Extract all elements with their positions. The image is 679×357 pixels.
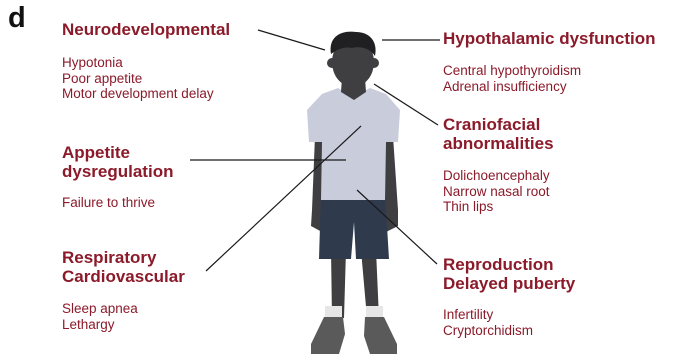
connector-neurodevelopmental: [258, 30, 325, 50]
appetite-heading: Appetite dysregulation: [62, 143, 173, 181]
list-item: Poor appetite: [62, 71, 214, 87]
right-shoe: [364, 317, 397, 354]
respiratory-heading: Respiratory Cardiovascular: [62, 248, 185, 286]
right-ear: [369, 58, 379, 68]
list-item: Sleep apnea: [62, 301, 138, 317]
respiratory-heading-line: Cardiovascular: [62, 267, 185, 286]
list-item: Cryptorchidism: [443, 323, 533, 339]
respiratory-list: Sleep apnea Lethargy: [62, 301, 138, 332]
list-item: Adrenal insufficiency: [443, 79, 581, 95]
shorts: [319, 193, 389, 259]
appetite-heading-line: dysregulation: [62, 162, 173, 181]
reproduction-heading-line: Reproduction: [443, 255, 575, 274]
appetite-heading-line: Appetite: [62, 143, 173, 162]
neurodevelopmental-heading: Neurodevelopmental: [62, 20, 230, 39]
craniofacial-heading: Craniofacial abnormalities: [443, 115, 554, 153]
list-item: Motor development delay: [62, 86, 214, 102]
left-shoe: [311, 317, 345, 354]
list-item: Failure to thrive: [62, 195, 155, 211]
list-item: Thin lips: [443, 199, 550, 215]
list-item: Infertility: [443, 307, 533, 323]
craniofacial-heading-line: abnormalities: [443, 134, 554, 153]
list-item: Hypotonia: [62, 55, 214, 71]
panel-label: d: [8, 4, 26, 33]
craniofacial-list: Dolichoencephaly Narrow nasal root Thin …: [443, 168, 550, 215]
neurodevelopmental-list: Hypotonia Poor appetite Motor developmen…: [62, 55, 214, 102]
list-item: Central hypothyroidism: [443, 63, 581, 79]
hypothalamic-heading: Hypothalamic dysfunction: [443, 29, 656, 48]
list-item: Dolichoencephaly: [443, 168, 550, 184]
left-ear: [327, 58, 337, 68]
hypothalamic-list: Central hypothyroidism Adrenal insuffici…: [443, 63, 581, 94]
craniofacial-heading-line: Craniofacial: [443, 115, 554, 134]
respiratory-heading-line: Respiratory: [62, 248, 185, 267]
appetite-list: Failure to thrive: [62, 195, 155, 211]
list-item: Lethargy: [62, 317, 138, 333]
reproduction-list: Infertility Cryptorchidism: [443, 307, 533, 338]
list-item: Narrow nasal root: [443, 184, 550, 200]
reproduction-heading: Reproduction Delayed puberty: [443, 255, 575, 293]
reproduction-heading-line: Delayed puberty: [443, 274, 575, 293]
